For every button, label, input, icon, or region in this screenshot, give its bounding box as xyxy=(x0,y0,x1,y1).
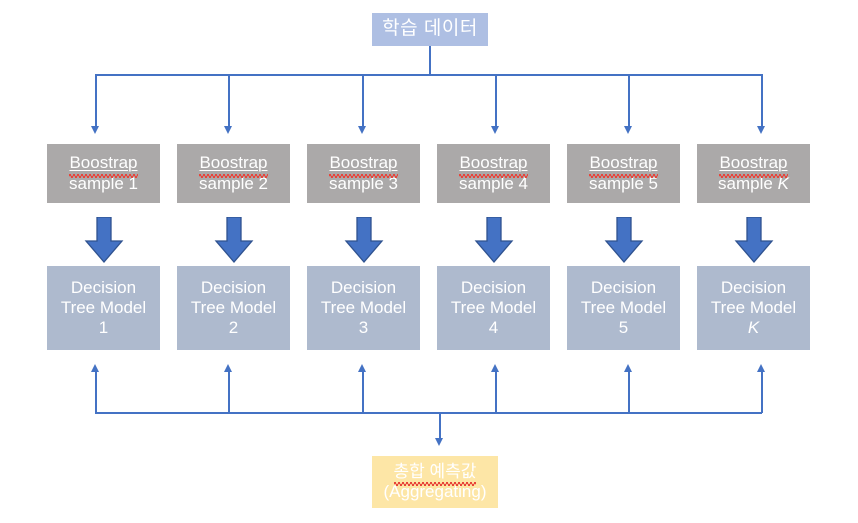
bootstrap-sample-label-6: Boostrap sample K xyxy=(718,153,789,193)
bootstrap-sample-sub-4: sample 4 xyxy=(459,173,528,193)
top-branch-line-6 xyxy=(761,74,763,127)
bootstrap-sample-sub-2: sample 2 xyxy=(199,173,268,193)
top-branch-line-1 xyxy=(95,74,97,127)
top-branch-arrow-2 xyxy=(224,126,232,134)
bootstrap-sample-sub-3: sample 3 xyxy=(329,173,398,193)
bottom-branch-arrow-2 xyxy=(224,364,232,372)
bottom-branch-arrow-5 xyxy=(624,364,632,372)
top-branch-line-2 xyxy=(228,74,230,127)
decision-tree-model-label-4: Decision Tree Model 4 xyxy=(450,277,537,338)
bootstrap-sample-index-6: K xyxy=(777,173,789,193)
decision-tree-model-box-3[interactable]: Decision Tree Model 3 xyxy=(307,266,420,350)
top-branch-line-5 xyxy=(628,74,630,127)
bootstrap-sample-box-3[interactable]: Boostrap sample 3 xyxy=(307,144,420,203)
top-branch-arrow-4 xyxy=(491,126,499,134)
decision-tree-model-box-5[interactable]: Decision Tree Model 5 xyxy=(567,266,680,350)
bottom-branch-line-6 xyxy=(761,370,763,413)
bottom-branch-line-1 xyxy=(95,370,97,413)
bootstrap-sample-box-6[interactable]: Boostrap sample K xyxy=(697,144,810,203)
aggregate-output-box[interactable]: 총합 예측값 (Aggregating) xyxy=(372,456,498,508)
training-data-label: 학습 데이터 xyxy=(382,18,478,40)
bootstrap-sample-box-4[interactable]: Boostrap sample 4 xyxy=(437,144,550,203)
top-branch-arrow-3 xyxy=(358,126,366,134)
bootstrap-sample-label-2: Boostrap sample 2 xyxy=(199,153,268,193)
decision-tree-model-box-2[interactable]: Decision Tree Model 2 xyxy=(177,266,290,350)
bottom-branch-arrow-6 xyxy=(757,364,765,372)
decision-tree-model-box-1[interactable]: Decision Tree Model 1 xyxy=(47,266,160,350)
bootstrap-sample-sub-1: sample 1 xyxy=(69,173,138,193)
top-branch-arrow-1 xyxy=(91,126,99,134)
top-branch-line-3 xyxy=(362,74,364,127)
bootstrap-sample-word-6: Boostrap xyxy=(719,153,788,178)
bootstrap-sample-label-3: Boostrap sample 3 xyxy=(329,153,398,193)
training-data-box[interactable]: 학습 데이터 xyxy=(372,13,488,46)
block-arrow-down-2 xyxy=(214,217,254,263)
decision-tree-model-index-5: 5 xyxy=(618,318,629,338)
decision-tree-model-index-4: 4 xyxy=(488,318,499,338)
bootstrap-sample-word-1: Boostrap xyxy=(69,153,138,178)
decision-tree-model-label-5: Decision Tree Model 5 xyxy=(580,277,667,338)
bottom-branch-arrow-4 xyxy=(491,364,499,372)
decision-tree-model-index-1: 1 xyxy=(98,318,109,338)
bottom-branch-line-2 xyxy=(228,370,230,413)
top-branch-arrow-5 xyxy=(624,126,632,134)
bootstrap-sample-sub-5: sample 5 xyxy=(589,173,658,193)
block-arrow-down-1 xyxy=(84,217,124,263)
bootstrap-sample-word-5: Boostrap xyxy=(589,153,658,178)
top-branch-line-4 xyxy=(495,74,497,127)
top-distribution-bus xyxy=(95,74,762,76)
decision-tree-model-label-1: Decision Tree Model 1 xyxy=(60,277,147,338)
training-data-stem xyxy=(429,46,431,75)
aggregate-drop-line xyxy=(439,412,441,439)
bootstrap-sample-box-5[interactable]: Boostrap sample 5 xyxy=(567,144,680,203)
aggregate-output-english: (Aggregating) xyxy=(383,482,487,501)
bootstrap-sample-box-2[interactable]: Boostrap sample 2 xyxy=(177,144,290,203)
aggregate-drop-arrow xyxy=(435,438,443,446)
aggregate-output-korean: 총합 예측값 xyxy=(393,461,477,487)
bootstrap-sample-label-5: Boostrap sample 5 xyxy=(589,153,658,193)
decision-tree-model-label-6: Decision Tree Model K xyxy=(710,277,797,338)
block-arrow-down-4 xyxy=(474,217,514,263)
bottom-branch-line-5 xyxy=(628,370,630,413)
bootstrap-sample-word-4: Boostrap xyxy=(459,153,528,178)
bottom-branch-arrow-3 xyxy=(358,364,366,372)
decision-tree-model-label-2: Decision Tree Model 2 xyxy=(190,277,277,338)
top-branch-arrow-6 xyxy=(757,126,765,134)
bottom-branch-line-3 xyxy=(362,370,364,413)
block-arrow-down-6 xyxy=(734,217,774,263)
decision-tree-model-index-2: 2 xyxy=(228,318,239,338)
decision-tree-model-label-3: Decision Tree Model 3 xyxy=(320,277,407,338)
block-arrow-down-5 xyxy=(604,217,644,263)
decision-tree-model-index-6: K xyxy=(747,318,760,338)
bootstrap-sample-sub-6: sample K xyxy=(718,173,789,193)
bottom-aggregation-bus xyxy=(95,412,762,414)
bootstrap-sample-word-2: Boostrap xyxy=(199,153,268,178)
bottom-branch-line-4 xyxy=(495,370,497,413)
decision-tree-model-box-6[interactable]: Decision Tree Model K xyxy=(697,266,810,350)
decision-tree-model-box-4[interactable]: Decision Tree Model 4 xyxy=(437,266,550,350)
bootstrap-sample-label-4: Boostrap sample 4 xyxy=(459,153,528,193)
bootstrap-sample-box-1[interactable]: Boostrap sample 1 xyxy=(47,144,160,203)
bootstrap-sample-label-1: Boostrap sample 1 xyxy=(69,153,138,193)
aggregate-output-label: 총합 예측값 (Aggregating) xyxy=(383,462,486,502)
decision-tree-model-index-3: 3 xyxy=(358,318,369,338)
bottom-branch-arrow-1 xyxy=(91,364,99,372)
bootstrap-sample-word-3: Boostrap xyxy=(329,153,398,178)
block-arrow-down-3 xyxy=(344,217,384,263)
